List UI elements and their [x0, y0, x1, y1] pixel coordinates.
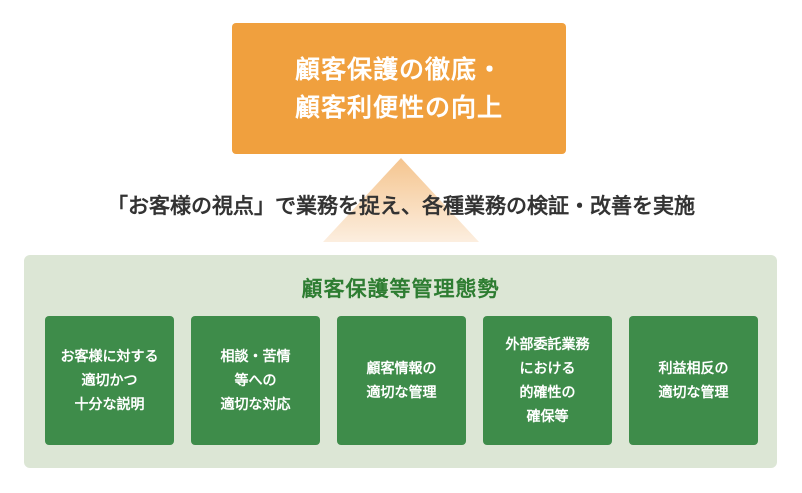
card-line: 利益相反の — [658, 360, 729, 377]
card-line: 的確性の — [519, 384, 576, 401]
card-line: における — [519, 360, 576, 377]
card-line: 相談・苦情 — [220, 348, 291, 365]
framework-title: 顧客保護等管理態勢 — [301, 277, 500, 301]
card-line: 適切な管理 — [366, 384, 437, 401]
card-line: 等への — [234, 372, 277, 389]
card-line: 確保等 — [526, 408, 569, 425]
card-line: 十分な説明 — [74, 396, 145, 413]
framework-card-conflict-of-interest: 利益相反の 適切な管理 — [629, 316, 758, 445]
card-line: 適切かつ — [81, 372, 138, 389]
framework-card-outsourcing: 外部委託業務 における 的確性の 確保等 — [483, 316, 612, 445]
card-line: 顧客情報の — [366, 360, 437, 377]
framework-card-customer-info: 顧客情報の 適切な管理 — [337, 316, 466, 445]
framework-panel: 顧客保護等管理態勢 お客様に対する 適切かつ 十分な説明 相談・苦情 等への 適… — [24, 255, 777, 468]
goal-line-1: 顧客保護の徹底・ — [294, 54, 503, 84]
framework-card-complaints: 相談・苦情 等への 適切な対応 — [191, 316, 320, 445]
card-line: お客様に対する — [60, 348, 159, 365]
framework-card-explanation: お客様に対する 適切かつ 十分な説明 — [45, 316, 174, 445]
card-line: 適切な管理 — [658, 384, 729, 401]
card-line: 外部委託業務 — [505, 336, 590, 353]
goal-box: 顧客保護の徹底・ 顧客利便性の向上 — [232, 23, 566, 154]
card-line: 適切な対応 — [220, 396, 291, 413]
goal-line-2: 顧客利便性の向上 — [294, 92, 503, 122]
framework-cards: お客様に対する 適切かつ 十分な説明 相談・苦情 等への 適切な対応 顧客情報の… — [45, 316, 758, 445]
slogan-text: 「お客様の視点」で業務を捉え、各種業務の検証・改善を実施 — [107, 194, 695, 218]
